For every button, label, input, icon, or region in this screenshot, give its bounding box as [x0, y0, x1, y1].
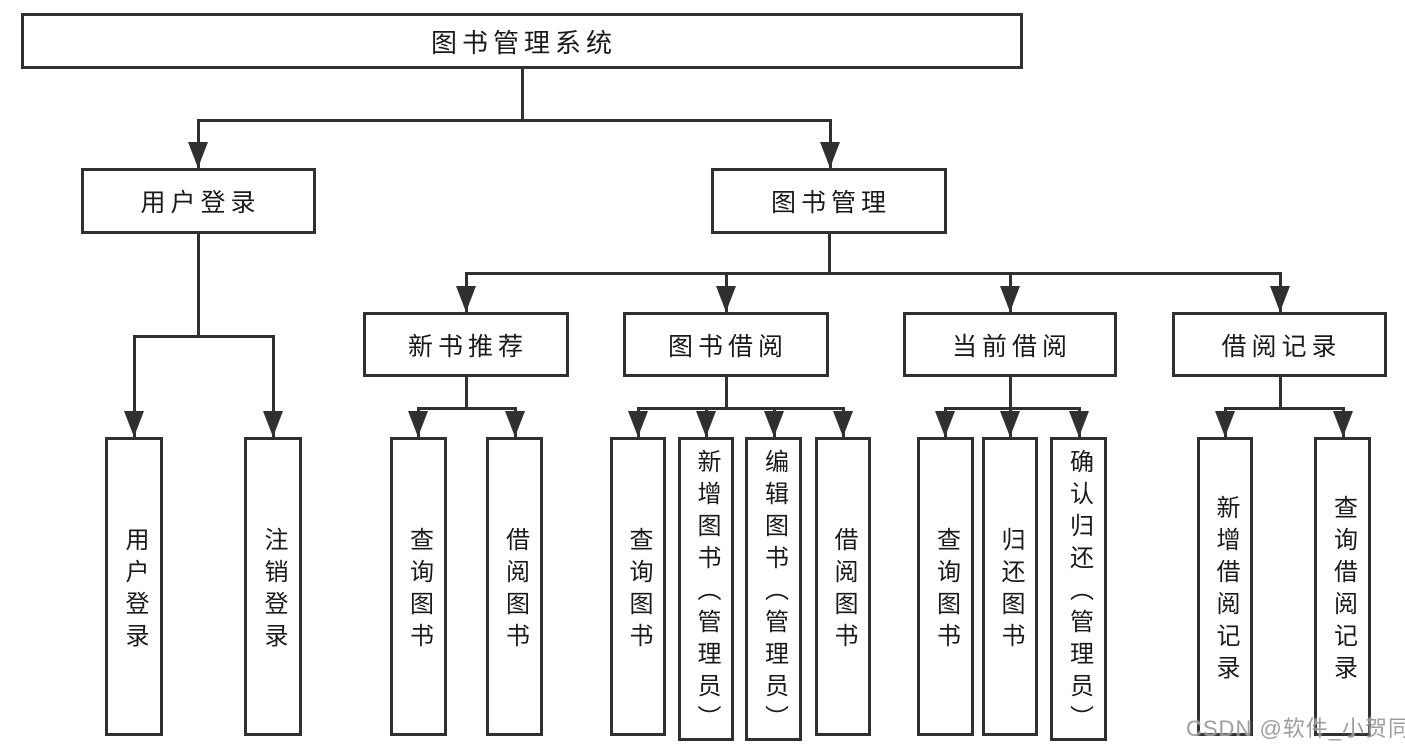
leaf-user-login: 用户登录 [105, 437, 163, 736]
connector-stem [464, 377, 468, 410]
leaf-bb-query-books-label: 查询图书 [625, 526, 652, 655]
arrow-down-icon [1000, 286, 1020, 312]
connector-bar [1223, 407, 1345, 410]
leaf-br-add-record-label: 新增借阅记录 [1212, 494, 1239, 687]
arrow-down-icon [263, 411, 283, 437]
node-borrow-records: 借阅记录 [1172, 312, 1387, 377]
connector-bar [416, 407, 517, 410]
arrow-down-icon [505, 411, 525, 437]
leaf-br-add-record: 新增借阅记录 [1197, 437, 1253, 736]
leaf-logout-label: 注销登录 [260, 526, 287, 655]
arrow-down-icon [935, 411, 955, 437]
node-new-book-recommend-label: 新书推荐 [407, 332, 528, 361]
arrow-down-icon [716, 286, 736, 312]
node-user-login-label: 用户登录 [140, 189, 261, 217]
connector-drop [132, 335, 136, 437]
connector-bar [132, 335, 275, 338]
leaf-cb-return-books-label: 归还图书 [997, 526, 1024, 655]
leaf-cb-confirm-return-label: 确认归还（管理员） [1065, 449, 1093, 737]
leaf-bb-edit-books: 编辑图书（管理员） [745, 437, 802, 741]
leaf-rec-borrow-books-label: 借阅图书 [501, 526, 529, 655]
node-root: 图书管理系统 [21, 13, 1023, 69]
connector-stem [1008, 377, 1012, 410]
arrow-down-icon [456, 286, 476, 312]
leaf-cb-query-books: 查询图书 [917, 437, 974, 736]
connector-drop [271, 335, 275, 437]
node-current-borrowing-label: 当前借阅 [951, 332, 1072, 361]
csdn-watermark: CSDN @软件_小贺同学 [1186, 716, 1405, 741]
connector-stem [724, 377, 728, 410]
connector-stem [520, 69, 524, 122]
arrow-down-icon [628, 411, 648, 437]
leaf-user-login-label: 用户登录 [121, 526, 148, 655]
leaf-bb-add-books-label: 新增图书（管理员） [693, 449, 720, 737]
node-current-borrowing: 当前借阅 [903, 312, 1117, 377]
arrow-down-icon [124, 411, 144, 437]
node-new-book-recommend: 新书推荐 [363, 312, 569, 377]
arrow-down-icon [1000, 411, 1020, 437]
leaf-rec-borrow-books: 借阅图书 [486, 437, 543, 736]
node-book-borrowing: 图书借阅 [623, 312, 829, 377]
leaf-logout: 注销登录 [244, 437, 302, 736]
arrow-down-icon [1215, 411, 1235, 437]
leaf-rec-query-books: 查询图书 [390, 437, 447, 736]
arrow-down-icon [764, 411, 784, 437]
leaf-br-query-record-label: 查询借阅记录 [1329, 494, 1357, 687]
leaf-cb-confirm-return: 确认归还（管理员） [1050, 437, 1107, 741]
node-user-login: 用户登录 [81, 168, 316, 234]
connector-stem [827, 234, 831, 275]
connector-stem [196, 234, 200, 338]
arrow-down-icon [1069, 411, 1089, 437]
leaf-bb-add-books: 新增图书（管理员） [678, 437, 734, 741]
leaf-cb-return-books: 归还图书 [982, 437, 1038, 736]
connector-bar [636, 407, 845, 410]
connector-bar [464, 272, 1282, 275]
connector-bar [943, 407, 1081, 410]
arrow-down-icon [833, 411, 853, 437]
leaf-bb-borrow-books: 借阅图书 [815, 437, 871, 736]
node-book-management: 图书管理 [711, 168, 947, 234]
connector-bar [196, 119, 832, 122]
arrow-down-icon [1270, 286, 1290, 312]
node-root-label: 图书管理系统 [430, 27, 617, 58]
arrow-down-icon [696, 411, 716, 437]
leaf-bb-borrow-books-label: 借阅图书 [830, 526, 857, 655]
node-book-management-label: 图书管理 [770, 189, 891, 217]
leaf-bb-query-books: 查询图书 [610, 437, 666, 736]
node-borrow-records-label: 借阅记录 [1221, 332, 1342, 361]
leaf-cb-query-books-label: 查询图书 [932, 526, 960, 655]
arrow-down-icon [188, 142, 208, 168]
leaf-br-query-record: 查询借阅记录 [1314, 437, 1371, 736]
arrow-down-icon [1333, 411, 1353, 437]
leaf-rec-query-books-label: 查询图书 [405, 526, 433, 655]
node-book-borrowing-label: 图书借阅 [667, 332, 788, 361]
arrow-down-icon [820, 142, 840, 168]
arrow-down-icon [408, 411, 428, 437]
leaf-bb-edit-books-label: 编辑图书（管理员） [760, 449, 788, 737]
connector-stem [1278, 377, 1282, 410]
